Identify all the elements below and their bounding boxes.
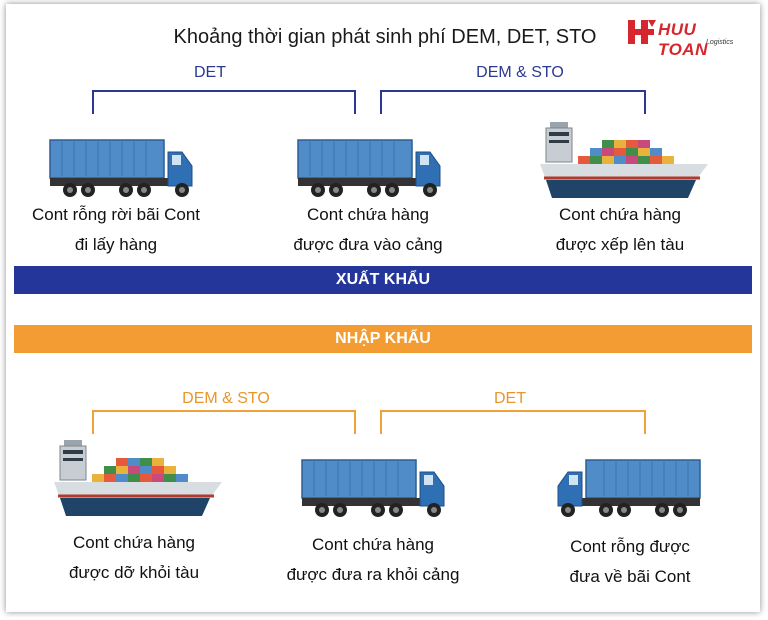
truck-icon: [557, 459, 701, 517]
export-step-1-line2: đi lấy hàng: [74, 235, 158, 254]
import-bracket-det: [380, 410, 646, 434]
logo-tagline: Logistics: [706, 39, 734, 46]
export-step-2-line2: được đưa vào cảng: [293, 235, 443, 254]
export-step-1-line1: Cont rỗng rời bãi Cont: [31, 205, 200, 224]
truck-icon: [297, 139, 441, 197]
import-step-1-line1: Cont chứa hàng: [73, 533, 195, 552]
export-band: XUẤT KHẨU: [14, 266, 752, 294]
export-bracket-dem-sto: [380, 90, 646, 114]
import-bracket-dem-sto: [92, 410, 356, 434]
import-step-2: Cont chứa hàng được đưa ra khỏi cảng: [270, 530, 476, 590]
import-bracket-label-dem-sto: DEM & STO: [182, 390, 270, 407]
import-band: NHẬP KHẨU: [14, 325, 752, 353]
export-step-3: Cont chứa hàng được xếp lên tàu: [522, 200, 718, 260]
ship-icon: [54, 440, 222, 516]
export-step-2-line1: Cont chứa hàng: [307, 205, 429, 224]
import-bracket-label-det: DET: [494, 390, 526, 407]
import-step-2-line2: được đưa ra khỏi cảng: [286, 565, 460, 584]
logo-mark-icon: [628, 20, 656, 44]
logo-name: HUU TOAN: [658, 20, 708, 59]
export-step-2: Cont chứa hàng được đưa vào cảng: [270, 200, 466, 260]
ship-icon: [540, 122, 708, 198]
truck-icon: [49, 139, 193, 197]
export-step-3-line1: Cont chứa hàng: [559, 205, 681, 224]
export-bracket-label-dem-sto: DEM & STO: [476, 64, 564, 81]
import-step-3: Cont rỗng được đưa về bãi Cont: [532, 532, 728, 592]
import-step-3-line2: đưa về bãi Cont: [569, 567, 691, 586]
export-bracket-label-det: DET: [194, 64, 226, 81]
import-step-2-line1: Cont chứa hàng: [312, 535, 434, 554]
truck-icon: [301, 459, 445, 517]
import-step-1: Cont chứa hàng được dỡ khỏi tàu: [36, 528, 232, 588]
import-step-1-line2: được dỡ khỏi tàu: [68, 563, 200, 582]
export-step-1: Cont rỗng rời bãi Cont đi lấy hàng: [18, 200, 214, 260]
export-step-3-line2: được xếp lên tàu: [555, 235, 685, 254]
export-bracket-det: [92, 90, 356, 114]
logo: HUU TOAN Logistics: [626, 18, 750, 59]
page-title: Khoảng thời gian phát sinh phí DEM, DET,…: [173, 26, 597, 48]
import-step-3-line1: Cont rỗng được: [570, 537, 690, 556]
